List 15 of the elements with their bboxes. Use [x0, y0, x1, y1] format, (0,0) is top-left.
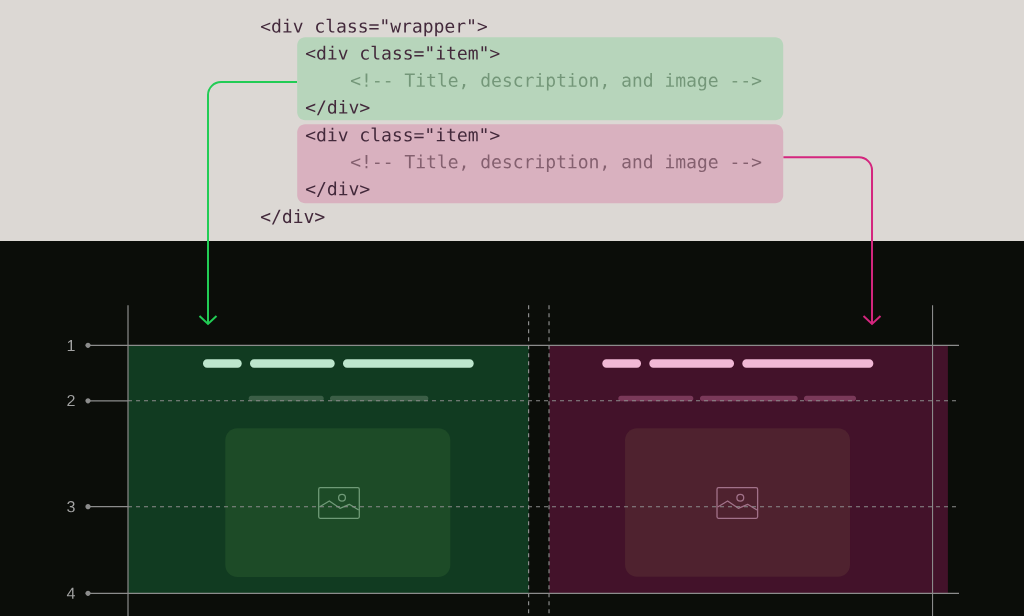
line-number: 2 [67, 394, 75, 407]
line-number: 4 [66, 587, 75, 599]
line-number: 1 [67, 340, 75, 352]
arrow [198, 81, 298, 326]
line-number: 3 [67, 501, 75, 513]
arrow [782, 156, 882, 326]
highlight-box [297, 37, 784, 121]
code-line: </div> [306, 99, 370, 116]
code-line: <div class="item"> [306, 127, 500, 142]
code-line: </div> [260, 209, 325, 225]
code-line: </div> [306, 181, 370, 197]
code-comment: <!-- Title, description, and image --> [351, 72, 762, 91]
highlight-box [297, 124, 784, 204]
code-line: <div class="item"> [306, 45, 500, 60]
code-comment: <!-- Title, description, and image --> [351, 154, 762, 173]
